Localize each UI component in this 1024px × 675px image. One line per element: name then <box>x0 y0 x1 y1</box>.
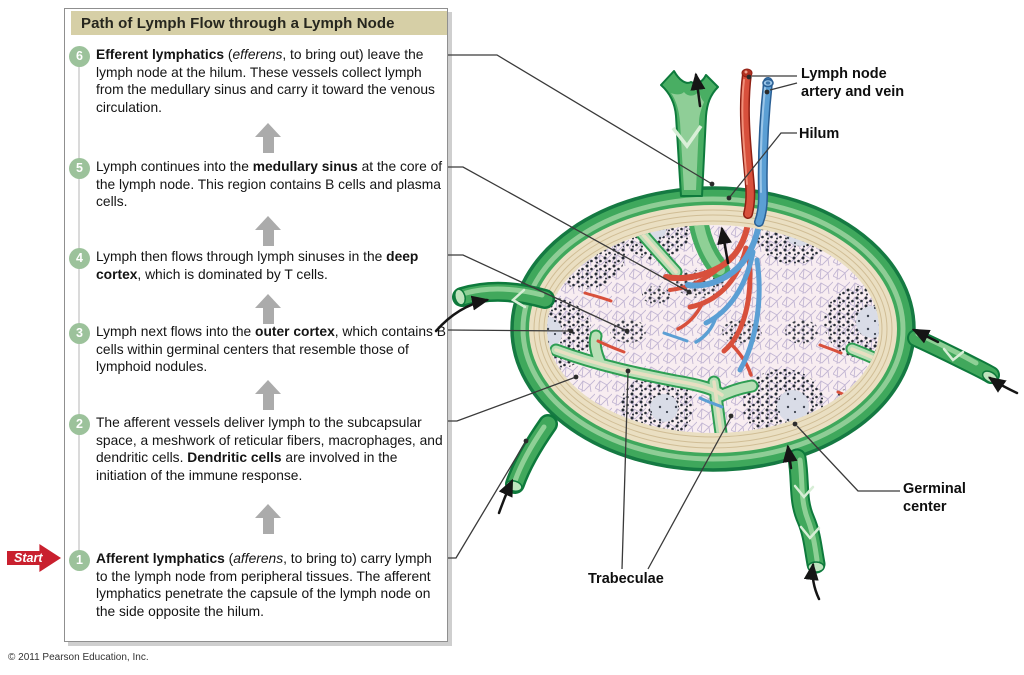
step-text: Lymph then flows through lymph sinuses i… <box>96 249 419 282</box>
lymph-node-body <box>510 186 916 472</box>
step-text: Lymph next flows into the outer cortex, … <box>96 324 446 375</box>
trabeculae-structures <box>549 225 879 433</box>
steps-container: 6 Efferent lymphatics (efferens, to bring… <box>65 9 447 641</box>
label-trabeculae: Trabeculae <box>588 571 664 587</box>
afferent-vessel-bottom-right <box>787 448 826 574</box>
leader-line-step4 <box>448 254 628 332</box>
step-timeline-line <box>78 55 80 560</box>
start-label: Start <box>14 551 43 565</box>
step-number-badge: 1 <box>69 550 90 571</box>
panel-title: Path of Lymph Flow through a Lymph Node <box>71 11 447 35</box>
leader-line-step5 <box>448 166 690 293</box>
flow-up-arrow-icon <box>255 380 281 410</box>
leader-line-vein <box>769 82 798 91</box>
leader-line-trabecula-2 <box>647 416 732 570</box>
step-text: Lymph continues into the medullary sinus… <box>96 159 443 210</box>
label-artery-vein: Lymph node artery and vein <box>801 66 905 101</box>
leader-line-step3 <box>447 329 571 332</box>
step-4: 4 Lymph then flows through lymph sinuses … <box>65 248 447 283</box>
leader-line-step2 <box>448 376 577 422</box>
flow-up-arrow-icon <box>255 123 281 153</box>
leader-line-step1 <box>448 440 527 559</box>
lymph-flow-arrows <box>434 72 1019 601</box>
reticular-fiber-mesh <box>547 225 879 433</box>
efferent-vessel <box>660 70 719 197</box>
flow-up-arrow-icon <box>255 294 281 324</box>
afferent-vessel-left <box>452 281 555 309</box>
step-number-badge: 2 <box>69 414 90 435</box>
start-arrow-icon: Start <box>7 544 61 572</box>
flow-steps-panel: Path of Lymph Flow through a Lymph Node … <box>64 8 448 642</box>
step-number-badge: 6 <box>69 46 90 67</box>
lymphoid-follicles <box>547 225 879 433</box>
artery-branches <box>583 225 859 403</box>
afferent-vessel-bottom-left <box>505 414 558 494</box>
afferent-vessel-right <box>907 329 1000 384</box>
capsule-fibrous-layer <box>529 205 897 453</box>
label-hilum: Hilum <box>799 126 840 142</box>
step-number-badge: 4 <box>69 248 90 269</box>
leader-line-hilum <box>728 132 797 199</box>
step-2: 2 The afferent vessels deliver lymph to t… <box>65 414 447 484</box>
leader-line-step6 <box>448 54 713 185</box>
step-3: 3 Lymph next flows into the outer cortex,… <box>65 323 447 376</box>
cortex-interior <box>547 225 879 433</box>
medullary-cords-dots <box>610 270 867 408</box>
leader-line-germinal-center <box>796 425 900 492</box>
lymph-node-artery <box>739 68 756 219</box>
copyright-notice: © 2011 Pearson Education, Inc. <box>8 652 149 663</box>
leader-line-endpoint-dots <box>523 74 798 444</box>
step-6: 6 Efferent lymphatics (efferens, to bring… <box>65 46 447 116</box>
lymph-node-vein <box>754 77 774 227</box>
step-text: Afferent lymphatics (afferens, to bring … <box>96 551 432 619</box>
vein-branches <box>662 225 855 429</box>
medullary-sinus-channel <box>686 225 730 280</box>
step-1: 1 Afferent lymphatics (afferens, to bring… <box>65 550 447 620</box>
step-number-badge: 5 <box>69 158 90 179</box>
flow-up-arrow-icon <box>255 504 281 534</box>
step-5: 5 Lymph continues into the medullary sinu… <box>65 158 447 211</box>
label-germinal-center: Germinal center <box>903 481 966 516</box>
step-text: Efferent lymphatics (efferens, to bring … <box>96 47 435 115</box>
step-text: The afferent vessels deliver lymph to th… <box>96 415 443 483</box>
leader-line-trabecula-1 <box>621 371 629 570</box>
flow-up-arrow-icon <box>255 216 281 246</box>
step-number-badge: 3 <box>69 323 90 344</box>
